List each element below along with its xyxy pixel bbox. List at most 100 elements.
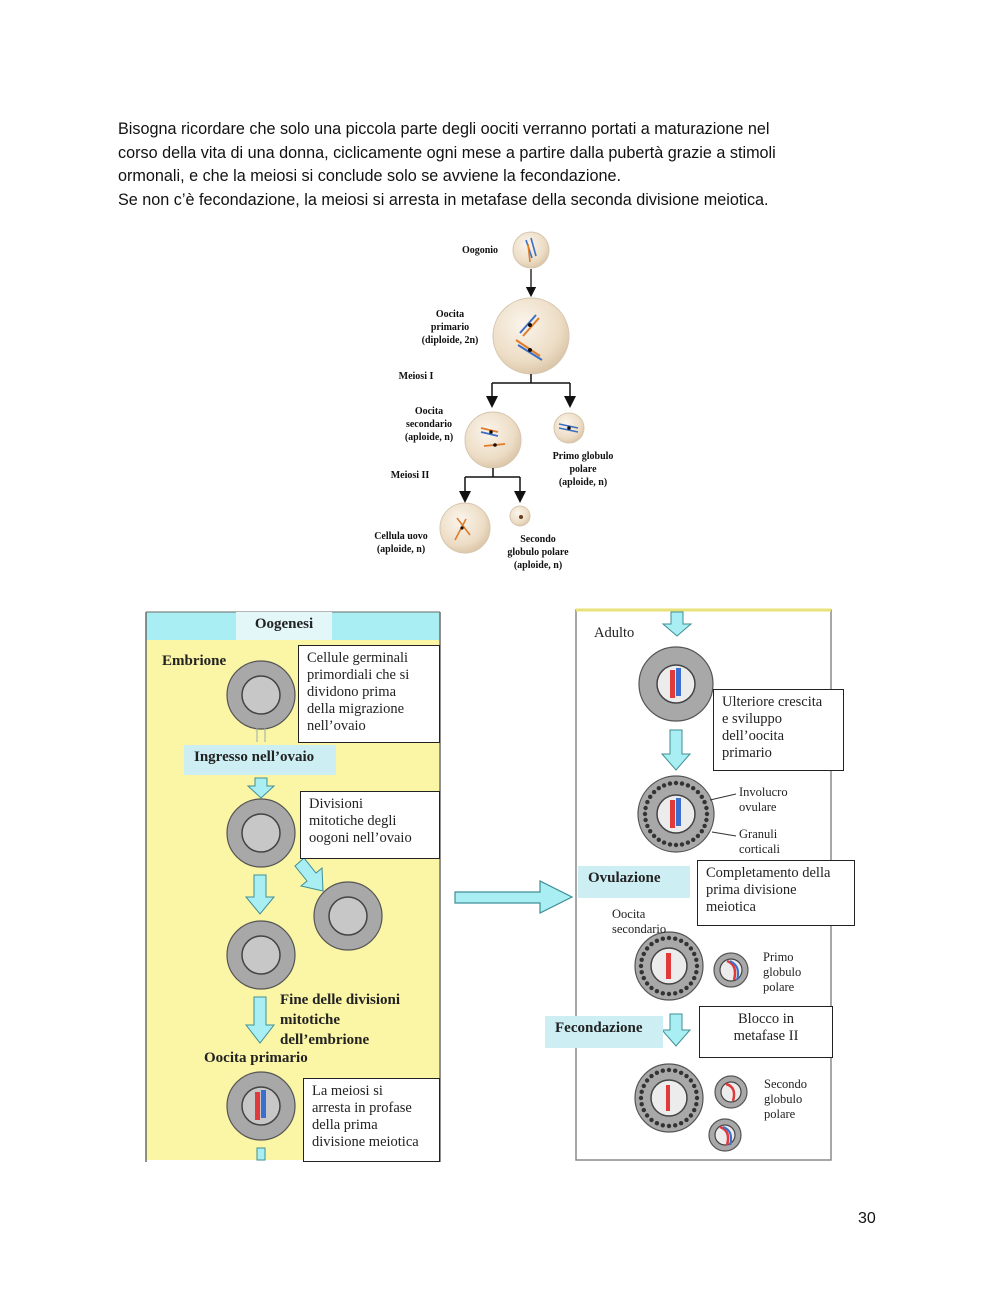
- cortical-granule: [643, 805, 648, 811]
- cortical-granule: [673, 1123, 678, 1128]
- granuli-dots-3: [638, 1067, 700, 1129]
- granuli-dots-1: [642, 780, 710, 848]
- label-meiosi-2: Meiosi II: [390, 470, 430, 481]
- label-oogonio: Oogonio: [461, 245, 499, 256]
- cortical-granule: [694, 957, 699, 962]
- label-oocita-primario: Oocita primario (diploide, 2n): [421, 309, 479, 346]
- box-meiosi-arresta: La meiosi si arresta in profase della pr…: [303, 1078, 440, 1162]
- cortical-granule: [699, 829, 704, 834]
- cortical-granule: [639, 1102, 644, 1107]
- cortical-granule: [679, 781, 685, 786]
- oocita-primario-cell: [492, 297, 570, 375]
- cortical-granule: [673, 780, 679, 786]
- cortical-granule: [667, 842, 673, 847]
- cortical-granule: [667, 781, 673, 786]
- cortical-granule: [692, 951, 697, 957]
- cortical-granule: [651, 789, 657, 795]
- cortical-granule: [660, 1123, 665, 1128]
- cortical-granule: [645, 823, 650, 829]
- cortical-granule: [643, 817, 648, 823]
- cortical-granule: [695, 789, 701, 795]
- cortical-granule: [641, 951, 646, 957]
- oocita-primario-chromosomes: [515, 314, 543, 361]
- cortical-granule: [704, 811, 710, 817]
- cortical-granule: [649, 985, 654, 991]
- cortical-granule: [641, 1083, 646, 1089]
- box-completamento: Completamento della prima divisione meio…: [697, 860, 855, 926]
- cortical-granule: [660, 936, 665, 941]
- cortical-granule: [684, 1117, 689, 1123]
- box-ulteriore-crescita: Ulteriore crescita e sviluppo dell’oocit…: [713, 689, 844, 771]
- cortical-granule: [688, 981, 694, 986]
- cortical-granule: [678, 938, 684, 943]
- cortical-granule: [641, 975, 646, 981]
- cortical-granule: [638, 963, 644, 969]
- cortical-granule: [692, 1107, 697, 1113]
- oogonio-cell: [512, 231, 550, 269]
- granuli-dots-2: [638, 935, 700, 997]
- cortical-granule: [654, 938, 660, 943]
- cortical-granule: [656, 786, 661, 791]
- cortical-granule: [654, 1121, 660, 1126]
- cortical-granule: [695, 833, 701, 839]
- cortical-granule: [685, 840, 691, 845]
- cortical-granule: [649, 941, 654, 947]
- cortical-granule: [666, 935, 672, 941]
- paragraph-line: Se non c’è fecondazione, la meiosi si ar…: [118, 190, 769, 209]
- cortical-granule: [673, 842, 679, 848]
- cortical-granule: [691, 786, 696, 791]
- cortical-granule: [660, 1068, 665, 1073]
- oogenesi-title: Oogenesi: [236, 612, 332, 640]
- cortical-granule: [685, 783, 691, 788]
- cortical-granule: [688, 946, 694, 951]
- cortical-granule: [642, 811, 648, 817]
- cortical-granule: [666, 991, 672, 997]
- cortical-granule: [649, 1117, 654, 1123]
- cortical-granule: [694, 1102, 699, 1107]
- cortical-granule: [654, 989, 660, 994]
- cortical-granule: [651, 833, 657, 839]
- cortical-granule: [678, 1070, 684, 1076]
- cortical-granule: [694, 963, 700, 969]
- cortical-granule: [673, 1068, 678, 1073]
- intro-paragraph: Bisogna ricordare che solo una piccola p…: [118, 118, 898, 212]
- cortical-granule: [679, 842, 685, 847]
- cortical-granule: [648, 794, 653, 799]
- cortical-granule: [666, 1123, 672, 1129]
- cortical-granule: [691, 837, 696, 842]
- top-meiosis-diagram: [439, 231, 585, 554]
- cortical-granule: [638, 1095, 644, 1101]
- cortical-granule: [648, 829, 653, 834]
- label-adulto: Adulto: [594, 625, 635, 641]
- label-granuli: Granuli corticali: [739, 827, 780, 856]
- label-embrione: Embrione: [162, 653, 227, 669]
- cortical-granule: [688, 1078, 694, 1083]
- cortical-granule: [678, 989, 684, 994]
- cortical-granule: [639, 1089, 644, 1095]
- label-oocita-secondario: Oocita secondario (aploide, n): [404, 406, 454, 443]
- box-cellule-germinali: Cellule germinali primordiali che si div…: [298, 645, 440, 743]
- cortical-granule: [661, 840, 667, 845]
- cortical-granule: [694, 970, 699, 975]
- cortical-granule: [639, 970, 644, 975]
- cortical-granule: [694, 1089, 699, 1095]
- cortical-granule: [673, 991, 678, 996]
- cortical-granule: [702, 823, 707, 829]
- oogonio-chromosomes: [525, 237, 537, 263]
- cortical-granule: [704, 817, 709, 823]
- cortical-granule: [644, 946, 650, 951]
- box-blocco-metafase: Blocco in metafase II: [699, 1006, 833, 1058]
- cortical-granule: [684, 1073, 689, 1079]
- paragraph-line: ormonali, e che la meiosi si conclude so…: [118, 167, 621, 185]
- cortical-granule: [645, 799, 650, 805]
- label-involucro: Involucro ovulare: [739, 785, 788, 814]
- cortical-granule: [678, 1121, 684, 1126]
- label-primo-globulo: Primo globulo polare (aploide, n): [552, 451, 614, 488]
- cortical-granule: [649, 1073, 654, 1079]
- transition-arrow: [454, 880, 574, 914]
- label-oocita-primario-left: Oocita primario: [204, 1050, 308, 1066]
- cortical-granule: [704, 805, 709, 811]
- cortical-granule: [692, 1083, 697, 1089]
- box-divisioni-mitotiche: Divisioni mitotiche degli oogoni nell’ov…: [300, 791, 440, 859]
